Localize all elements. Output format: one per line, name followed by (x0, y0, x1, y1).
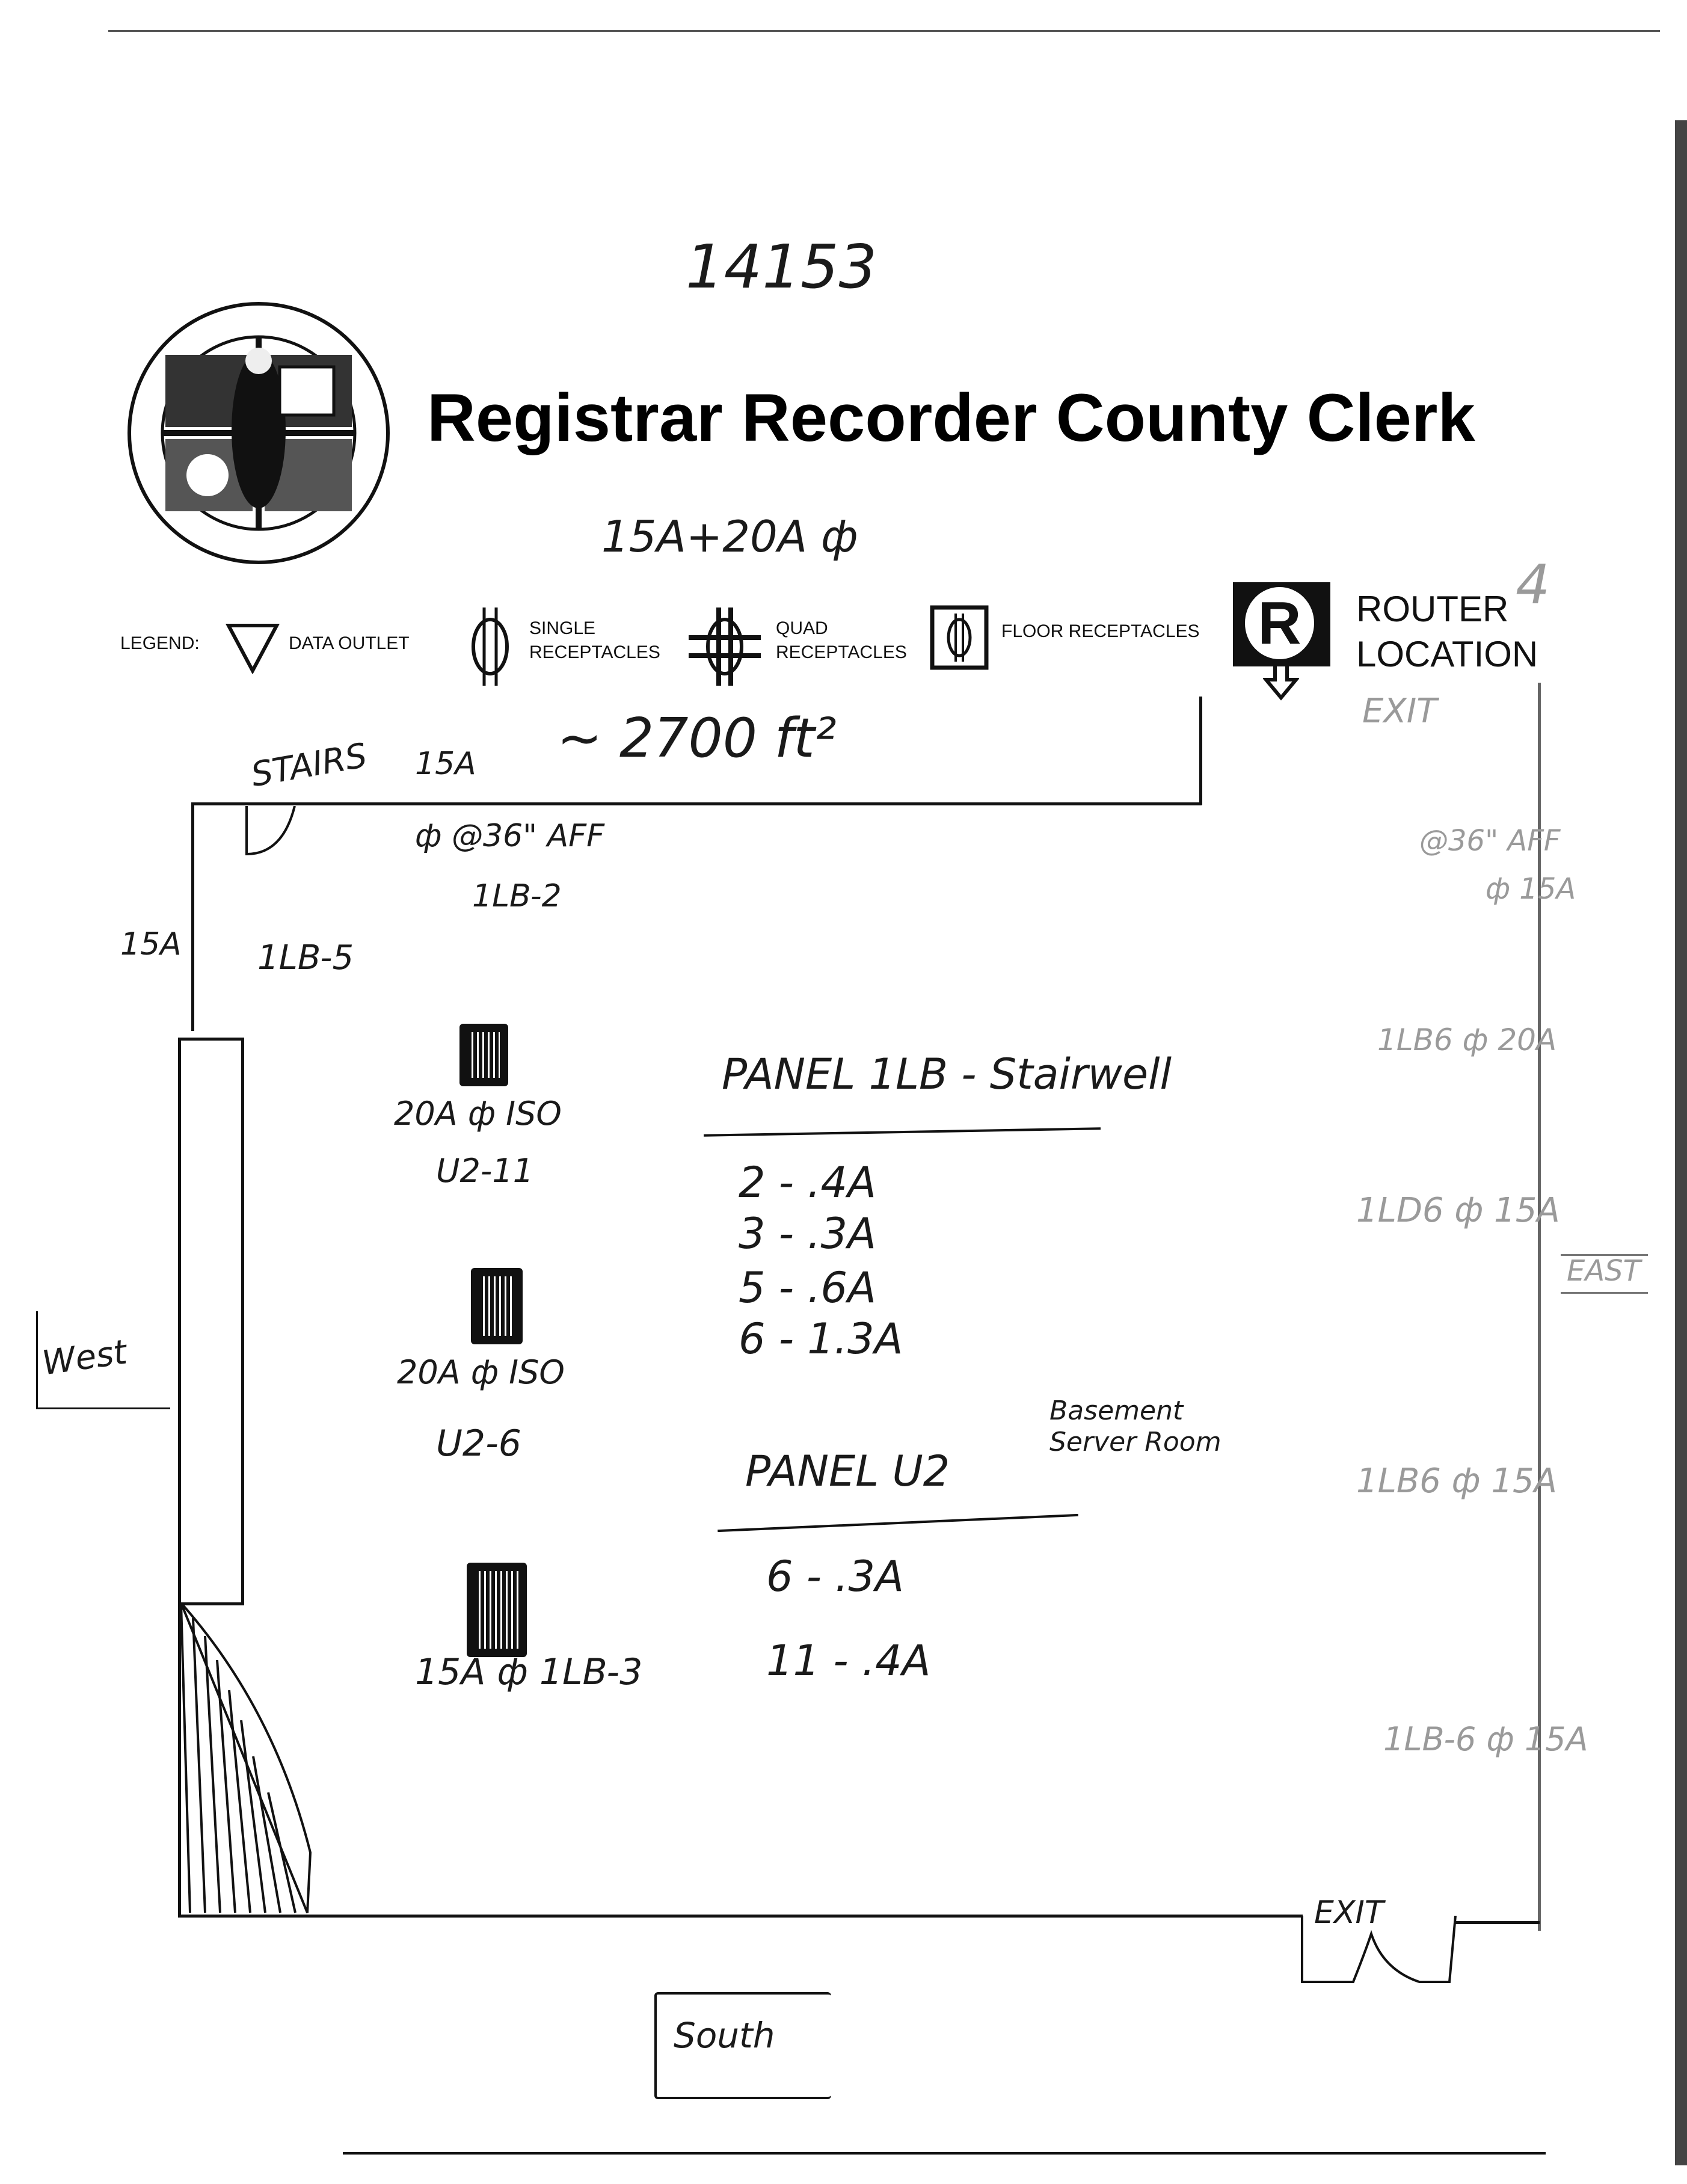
left-outlet-circuit: 1LB-5 (257, 938, 354, 977)
south-wall-east (1455, 1921, 1540, 1924)
page-title: Registrar Recorder County Clerk (427, 380, 1475, 455)
amperage-note: 15A+20A ф (601, 511, 858, 562)
top-outlet-circuit: 1LB-2 (472, 878, 562, 914)
area-label: ~ 2700 ft² (557, 707, 837, 770)
panel-u2-location: Basement Server Room (1049, 1395, 1221, 1457)
right-note: 1LB6 ф 20A (1377, 1023, 1557, 1057)
scan-edge (1675, 120, 1687, 2165)
east-box (1561, 1254, 1648, 1294)
floor-receptacle-1 (459, 1024, 508, 1086)
doc-number: 14153 (686, 232, 877, 302)
router-arrow-icon (1263, 665, 1299, 701)
data-outlet-icon (226, 624, 280, 674)
right-note: @36" AFF (1419, 824, 1561, 858)
bottom-edge-line (343, 2152, 1546, 2155)
left-outlet-amps: 15A (120, 926, 182, 962)
exit-bottom-label: EXIT (1314, 1895, 1384, 1931)
panel-u2-row: 6 - .3A (766, 1552, 904, 1601)
east-label: EAST (1567, 1254, 1641, 1288)
router-location-icon: R (1233, 582, 1330, 666)
outlet-1-circuit: U2-11 (436, 1152, 534, 1190)
legend-data-outlet: DATA OUTLET (289, 633, 410, 653)
corner-note: 4 (1516, 553, 1550, 617)
stairs-door-swing (245, 806, 296, 856)
hatched-area (180, 1602, 312, 1913)
legend-label: LEGEND: (120, 633, 200, 653)
stairs-label: STAIRS (248, 736, 370, 795)
panel-u2-underline (718, 1513, 1078, 1533)
top-outlet-height: ф @36" AFF (415, 818, 604, 854)
legend-quad: QUAD RECEPTACLES (776, 618, 907, 662)
panel-1lb-row: 6 - 1.3A (739, 1314, 903, 1364)
panel-1lb-title: PANEL 1LB - Stairwell (722, 1050, 1172, 1099)
legend-floor: FLOOR RECEPTACLES (1001, 621, 1200, 641)
right-note: ф 15A (1486, 872, 1576, 906)
west-wall-box (178, 1038, 244, 1605)
north-wall-jog (1199, 697, 1202, 805)
floor-receptacle-2 (471, 1268, 523, 1344)
exit-top-label: EXIT (1362, 692, 1437, 731)
south-box (654, 1992, 831, 2099)
west-wall-upper (191, 802, 194, 1031)
west-box (36, 1311, 170, 1409)
west-wall-lower (178, 1599, 181, 1917)
floor-receptacle-icon (930, 605, 989, 670)
top-edge-line (108, 30, 1660, 32)
panel-1lb-underline (704, 1127, 1101, 1137)
right-note: 1LB6 ф 15A (1356, 1462, 1557, 1501)
south-wall (178, 1915, 1303, 1918)
right-note: 1LB-6 ф 15A (1383, 1720, 1588, 1758)
panel-1lb-row: 3 - .3A (739, 1209, 876, 1258)
legend-router: ROUTER LOCATION (1356, 589, 1538, 674)
north-wall (192, 802, 1202, 805)
panel-1lb-row: 2 - .4A (739, 1158, 876, 1207)
quad-receptacle-icon (689, 608, 761, 686)
exit-door-swing (1301, 1916, 1457, 1983)
outlet-2-circuit: U2-6 (436, 1423, 521, 1465)
single-receptacle-icon (472, 608, 509, 686)
outlet-2-label: 20A ф ISO (397, 1353, 565, 1391)
floor-receptacle-3 (467, 1563, 527, 1657)
county-seal (128, 302, 390, 564)
panel-u2-row: 11 - .4A (766, 1636, 931, 1685)
legend-single: SINGLE RECEPTACLES (529, 618, 660, 662)
top-outlet-amps: 15A (415, 746, 476, 782)
panel-1lb-row: 5 - .6A (739, 1263, 876, 1312)
east-wall (1538, 683, 1541, 1931)
right-note: 1LD6 ф 15A (1356, 1191, 1560, 1230)
outlet-1-label: 20A ф ISO (394, 1095, 562, 1133)
panel-u2-title: PANEL U2 (745, 1447, 950, 1496)
south-label: South (674, 2015, 775, 2056)
outlet-3-label: 15A ф 1LB-3 (415, 1651, 643, 1693)
